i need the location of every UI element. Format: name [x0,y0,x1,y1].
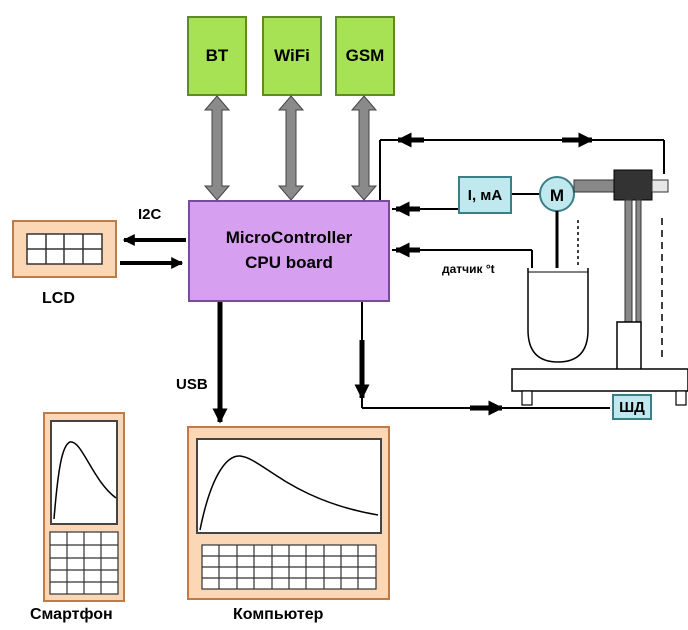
lcd-label: LCD [42,290,75,307]
smartphone-screen [50,420,118,525]
computer-label: Компьютер [233,606,324,623]
gsm-module-label: GSM [345,46,385,65]
wifi-module: WiFi [262,16,322,96]
gsm-module: GSM [335,16,395,96]
temp-sensor-label: датчик °t [442,262,495,276]
beaker [527,268,589,363]
computer-screen [196,438,382,534]
feedback-loop [379,139,665,200]
bt-module-label: BT [205,46,229,65]
smartphone-label: Смартфон [30,606,113,623]
cpu-board-line1: MicroController [225,228,353,248]
rig-load-cell [616,321,642,371]
rig-base [511,368,688,392]
usb-label: USB [176,376,208,393]
wifi-module-label: WiFi [274,46,310,65]
smartphone-keypad [49,531,119,595]
i2c-label: I2C [138,206,162,223]
cpu-board: MicroController CPU board [188,200,390,302]
smartphone-curve [53,441,117,520]
stepper-motor-label: ШД [619,398,645,416]
rig-column-left [624,199,633,325]
motor-label: M [550,186,564,205]
rig-slider [613,169,653,201]
gsm-link-arrow [350,95,378,201]
wifi-link-arrow [277,95,305,201]
bt-module: BT [187,16,247,96]
current-meter-label: I, мА [467,186,503,204]
rig-foot-left [521,390,533,406]
current-meter: I, мА [458,176,512,214]
cpu-board-line2: CPU board [245,253,333,272]
bt-link-arrow [203,95,231,201]
stepper-motor: ШД [612,394,652,420]
computer-keyboard [201,544,377,590]
rig-arm [573,179,617,193]
rig-foot-right [675,390,687,406]
lcd-grid [26,233,103,265]
rig-arm-end [651,179,669,193]
temp-line [392,249,533,320]
computer-curve [199,455,379,531]
i2c-arrows [120,234,186,269]
